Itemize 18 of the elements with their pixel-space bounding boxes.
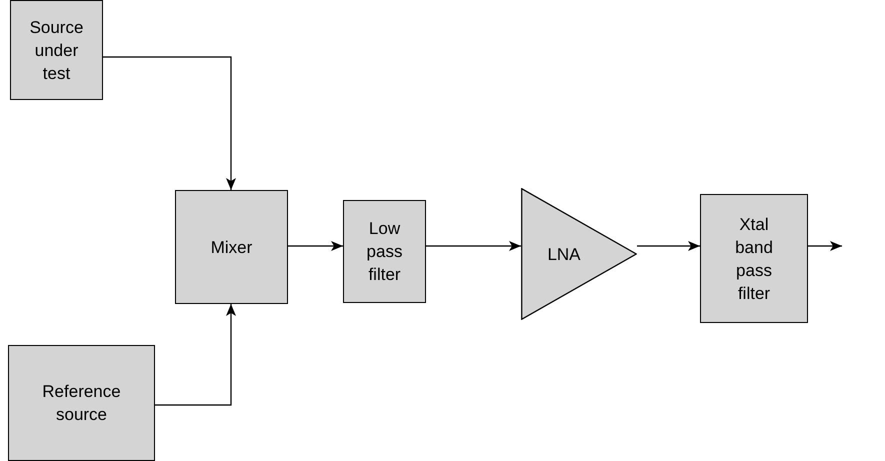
block-box (8, 345, 155, 461)
block-box (343, 200, 426, 303)
arrow (103, 56, 236, 190)
arrow (808, 241, 842, 251)
arrow (288, 241, 343, 251)
block-box (175, 190, 288, 304)
arrow (426, 241, 521, 251)
block-label: Source under test (28, 16, 84, 84)
block-label: Reference source (41, 381, 122, 426)
block-label: Low pass filter (366, 218, 404, 286)
block-box (10, 0, 103, 100)
block-label: LNA (547, 244, 581, 266)
arrow (637, 241, 700, 251)
amplifier-triangle (521, 188, 637, 320)
block-box (700, 194, 808, 323)
arrow (155, 304, 236, 406)
block-label: Xtal band pass filter (734, 214, 774, 304)
block-label: Mixer (210, 236, 252, 258)
